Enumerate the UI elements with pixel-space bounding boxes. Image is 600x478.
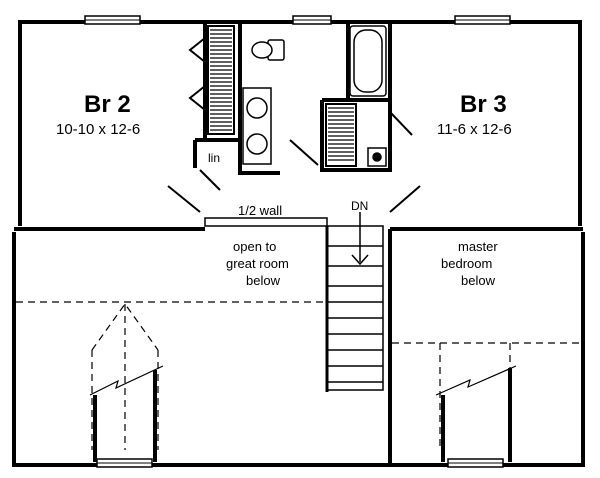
linen-label: lin [208, 151, 220, 165]
dormer-walls [93, 368, 512, 462]
master-line2: bedroom [441, 256, 492, 271]
open-to-line1: open to [233, 239, 276, 254]
closet-br2 [207, 25, 235, 135]
dormer-breaklines [89, 365, 517, 396]
master-line1: master [458, 239, 498, 254]
closet-doors-br2[interactable] [188, 37, 206, 111]
open-to-line3: below [246, 273, 281, 288]
door-swings[interactable] [167, 111, 421, 213]
room-br3-name: Br 3 [460, 91, 507, 118]
half-wall-label: 1/2 wall [238, 203, 282, 218]
stairs[interactable] [326, 212, 384, 391]
room-br2-dims: 10-10 x 12-6 [56, 121, 140, 138]
window-top-left [84, 15, 141, 25]
bathtub [349, 25, 387, 97]
closet-br3 [325, 103, 357, 167]
master-line3: below [461, 273, 496, 288]
window-bottom-left [96, 458, 153, 468]
roof-lines [16, 301, 581, 450]
water-heater [367, 147, 387, 167]
window-bottom-right [447, 458, 504, 468]
window-top-right [454, 15, 511, 25]
toilet [251, 39, 285, 61]
room-br3-dims: 11-6 x 12-6 [437, 121, 512, 138]
interior-walls [193, 22, 392, 175]
half-wall [204, 217, 328, 227]
vanity [242, 87, 272, 165]
open-to-line2: great room [226, 256, 289, 271]
window-top-middle [292, 15, 332, 25]
room-br2-name: Br 2 [84, 91, 131, 118]
stair-dn-label: DN [351, 199, 368, 213]
